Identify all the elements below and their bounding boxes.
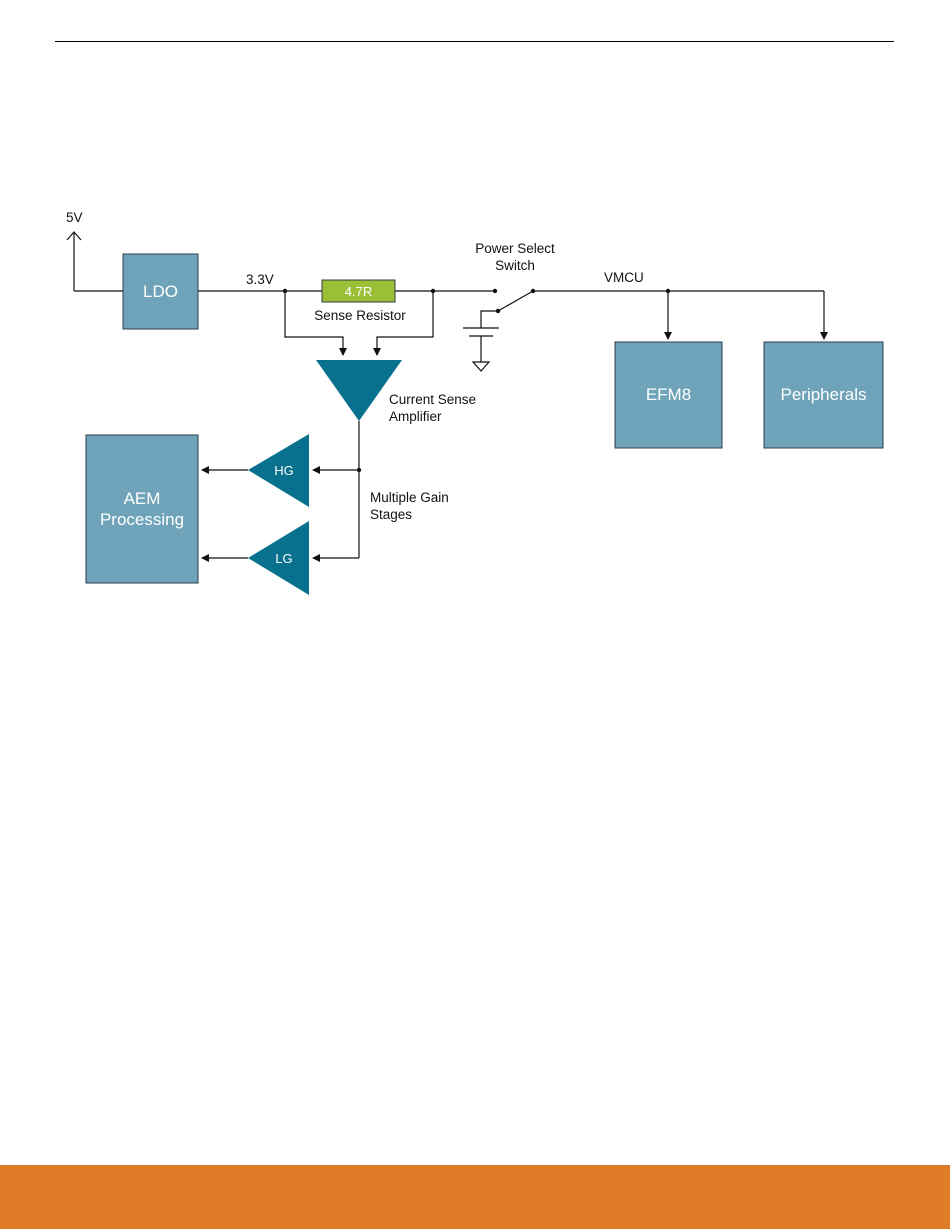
- gain-label-line1: Multiple Gain: [370, 490, 449, 505]
- aem-label-line2: Processing: [100, 510, 184, 529]
- aem-processing-block: [86, 435, 198, 583]
- amp-label-line2: Amplifier: [389, 409, 442, 424]
- supply-label: 5V: [66, 210, 83, 225]
- lg-label: LG: [275, 551, 292, 566]
- peripherals-label: Peripherals: [781, 385, 867, 404]
- hg-label: HG: [274, 463, 294, 478]
- switch-label-line1: Power Select: [475, 241, 555, 256]
- switch-contact-input: [493, 289, 497, 293]
- switch-label-line2: Switch: [495, 258, 535, 273]
- switch-lever: [498, 291, 533, 311]
- amp-label-line1: Current Sense: [389, 392, 476, 407]
- gain-label-line2: Stages: [370, 507, 412, 522]
- footer-bar: [0, 1165, 950, 1229]
- ground-icon: [473, 362, 489, 371]
- rail-label: 3.3V: [246, 272, 274, 287]
- ldo-label: LDO: [143, 282, 178, 301]
- resistor-label: Sense Resistor: [314, 308, 406, 323]
- resistor-value: 4.7R: [345, 284, 372, 299]
- efm8-label: EFM8: [646, 385, 691, 404]
- vmcu-label: VMCU: [604, 270, 644, 285]
- aem-label-line1: AEM: [124, 489, 161, 508]
- battery-wire: [481, 311, 498, 328]
